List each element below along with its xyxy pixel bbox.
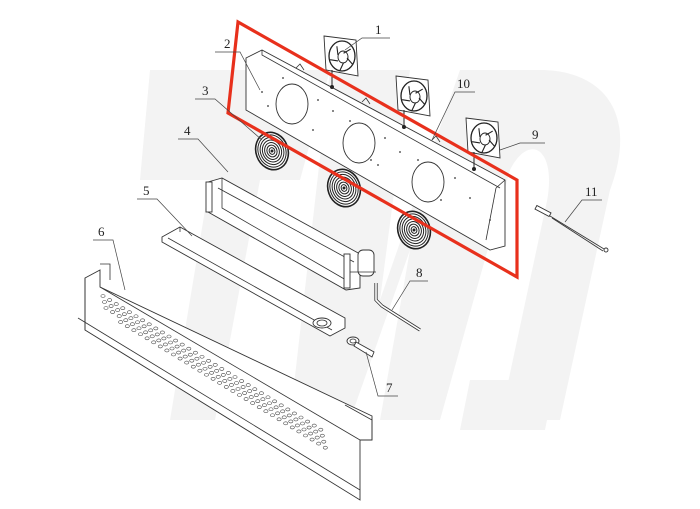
fan-1-icon (323, 35, 359, 89)
svg-text:4: 4 (184, 123, 191, 138)
callout-1: 1 (344, 22, 390, 51)
callout-7: 7 (365, 351, 398, 397)
fan-guard-grille (326, 168, 362, 208)
fan-2-icon (395, 75, 431, 129)
svg-text:6: 6 (98, 224, 105, 239)
svg-text:10: 10 (457, 76, 470, 91)
svg-text:1: 1 (375, 22, 382, 37)
part-2-mounting-panel (245, 49, 506, 251)
svg-text:11: 11 (585, 184, 598, 199)
part-11-sensor-probe (534, 204, 609, 253)
fans (323, 35, 501, 171)
fan-9-icon (465, 117, 501, 171)
callout-6: 6 (93, 224, 126, 291)
svg-text:5: 5 (143, 183, 150, 198)
highlight-box (226, 19, 519, 280)
part-5-drip-tray (161, 226, 346, 337)
svg-text:2: 2 (224, 36, 231, 51)
callout-4: 4 (178, 123, 229, 173)
part-7-drain-fitting (346, 336, 375, 358)
part-6-front-cover (77, 263, 373, 501)
part-4-evaporator-coil (205, 177, 376, 291)
svg-text:9: 9 (532, 127, 539, 142)
callout-2: 2 (215, 36, 261, 91)
callout-5: 5 (137, 183, 193, 237)
callout-9: 9 (499, 127, 545, 151)
perforation-holes (100, 294, 328, 450)
callout-10: 10 (431, 76, 475, 141)
callout-8: 8 (391, 265, 428, 311)
callout-3: 3 (195, 83, 263, 141)
svg-text:7: 7 (386, 380, 393, 395)
callouts: 1 2 3 4 5 6 7 8 (93, 22, 602, 397)
callout-11: 11 (564, 184, 602, 223)
svg-text:3: 3 (202, 83, 209, 98)
part-8-bent-tube (374, 283, 421, 332)
svg-text:8: 8 (416, 265, 423, 280)
